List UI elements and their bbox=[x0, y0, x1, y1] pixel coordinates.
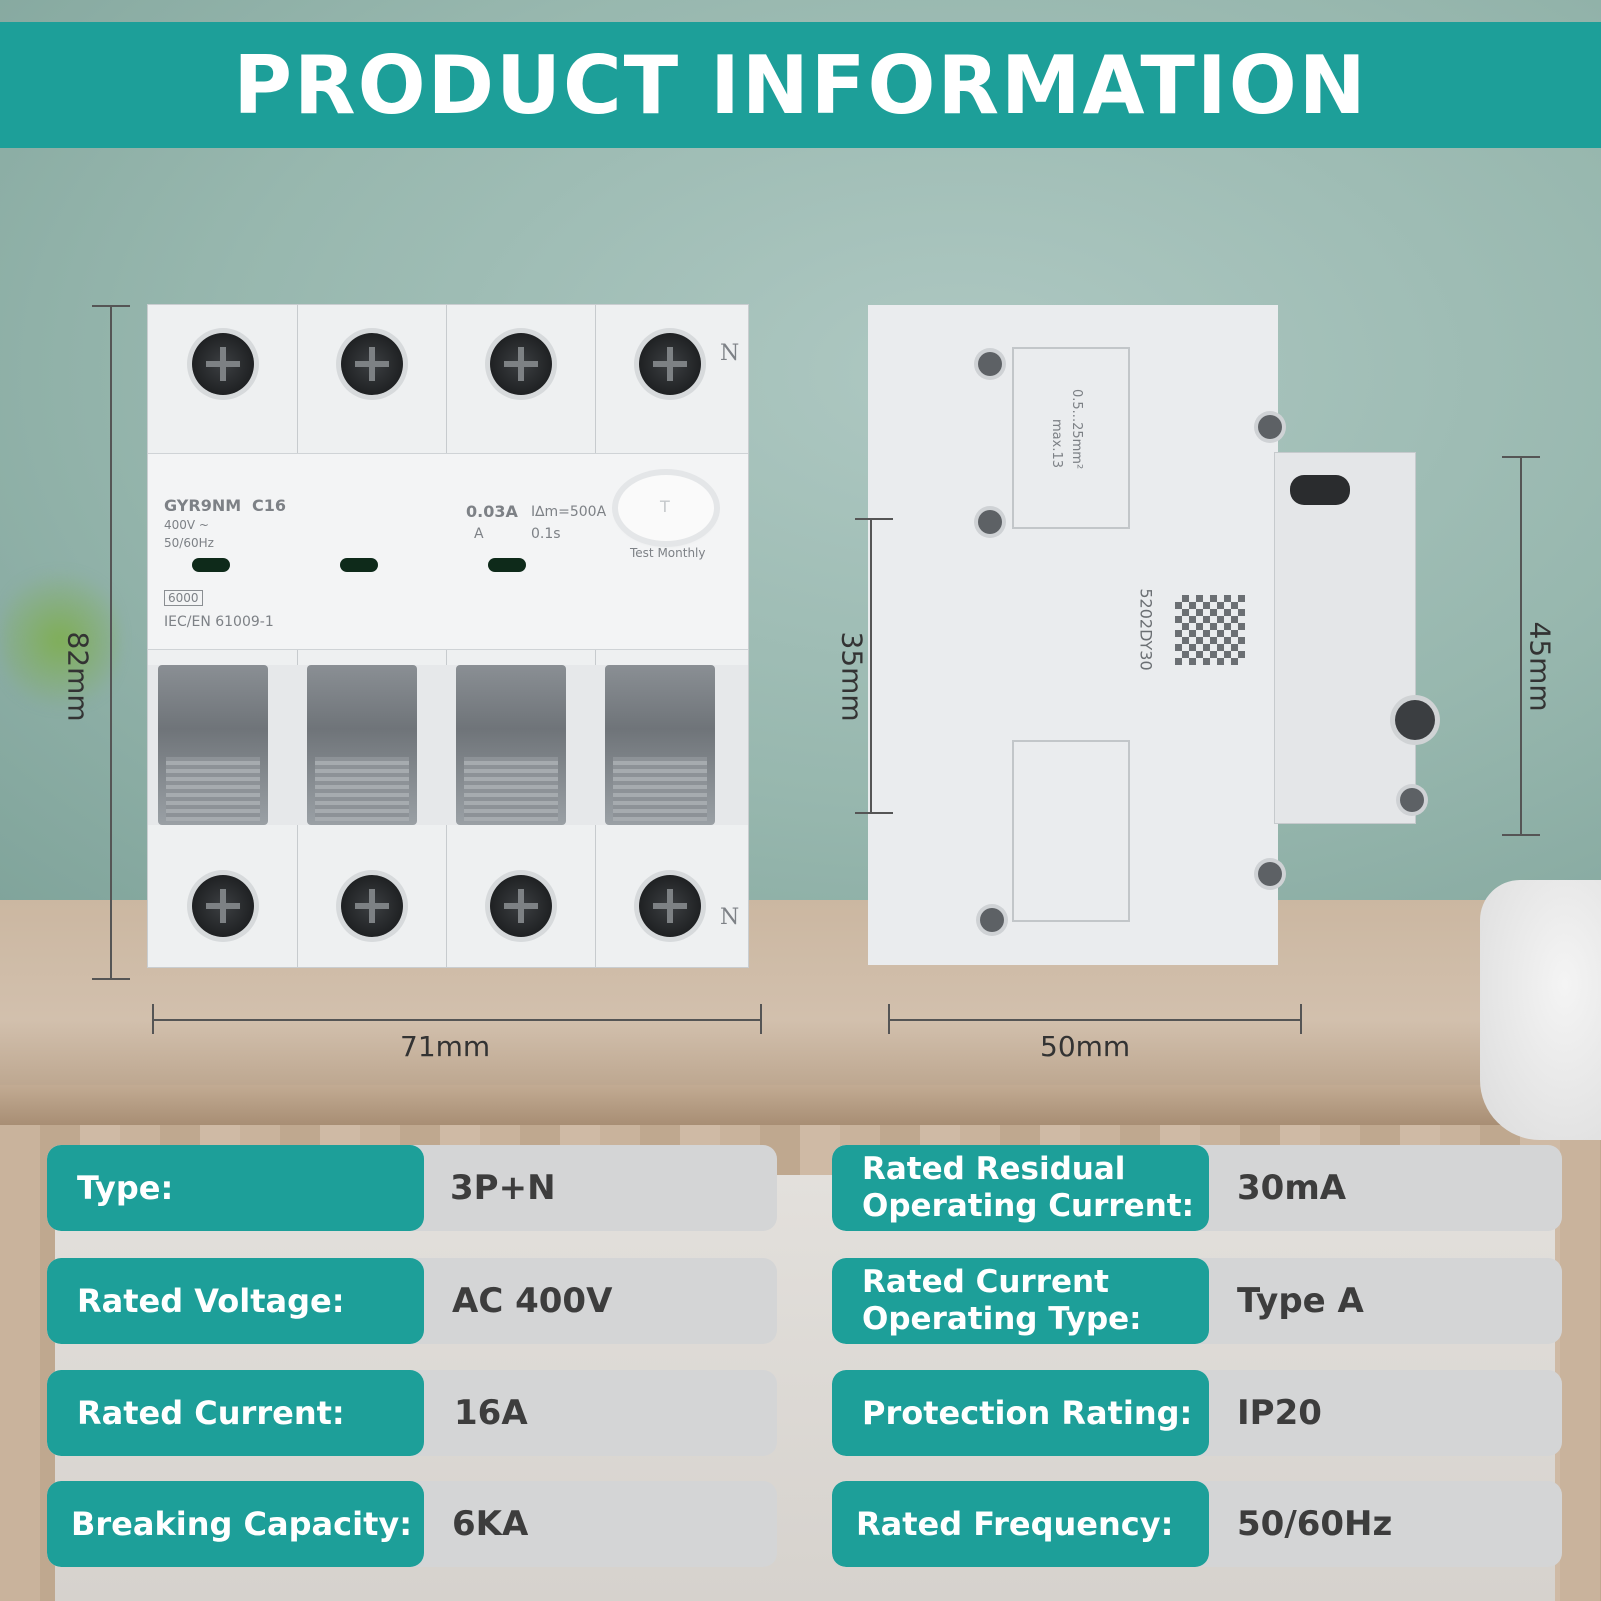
side-screw bbox=[1258, 862, 1282, 886]
depth-dim-line bbox=[888, 1019, 1302, 1021]
dim-tick bbox=[855, 518, 893, 520]
cloth bbox=[1480, 880, 1601, 1140]
side-screw bbox=[978, 352, 1002, 376]
test-button[interactable]: T bbox=[618, 475, 714, 541]
spec-card-operating-type: Rated Current Operating Type: Type A bbox=[832, 1258, 1562, 1344]
breaker-front-view: N GYR9NM C16 400V ~ 50/60Hz 6000 IEC/EN … bbox=[148, 305, 748, 967]
time-text: 0.1s bbox=[531, 526, 561, 542]
depth-dim-label: 50mm bbox=[1040, 1030, 1131, 1063]
terminal-screw bbox=[639, 333, 701, 395]
iam-text: I∆m=500A bbox=[531, 504, 607, 520]
toggle-handle[interactable] bbox=[456, 665, 566, 825]
side-screw bbox=[978, 510, 1002, 534]
terminal-screw bbox=[341, 333, 403, 395]
title-banner: PRODUCT INFORMATION bbox=[0, 22, 1601, 148]
serial-text: 5202DY30 bbox=[1136, 588, 1156, 671]
type-letter: A bbox=[474, 526, 484, 542]
side-adjust-knob bbox=[1395, 700, 1435, 740]
dim-tick bbox=[1502, 834, 1540, 836]
side-blank-panel bbox=[1012, 740, 1130, 922]
side-screw bbox=[980, 908, 1004, 932]
spec-value: 6KA bbox=[452, 1504, 529, 1544]
frequency-text: 50/60Hz bbox=[164, 536, 214, 550]
width-dim-line bbox=[152, 1019, 762, 1021]
side-screw bbox=[1258, 415, 1282, 439]
wire-spec: 0.5...25mm² bbox=[1069, 389, 1084, 470]
spec-card-breaking: Breaking Capacity: 6KA bbox=[47, 1481, 777, 1567]
width-dim-label: 71mm bbox=[400, 1030, 491, 1063]
spec-value: 50/60Hz bbox=[1237, 1504, 1393, 1544]
height-dim-line bbox=[110, 305, 112, 980]
spec-key: Breaking Capacity: bbox=[47, 1481, 424, 1567]
desk-edge bbox=[0, 1085, 1601, 1125]
dim-tick bbox=[1502, 456, 1540, 458]
spec-key: Rated Current: bbox=[47, 1370, 424, 1456]
spec-key: Rated Frequency: bbox=[832, 1481, 1209, 1567]
side-slot bbox=[1290, 475, 1350, 505]
curve-text: C16 bbox=[252, 496, 287, 515]
indicator-led bbox=[488, 558, 526, 572]
max-spec: max.13 bbox=[1049, 419, 1064, 468]
height-dim-label: 82mm bbox=[61, 631, 95, 722]
spec-card-residual: Rated Residual Operating Current: 30mA bbox=[832, 1145, 1562, 1231]
dim-tick bbox=[888, 1004, 890, 1034]
toggle-handle[interactable] bbox=[158, 665, 268, 825]
spec-card-frequency: Rated Frequency: 50/60Hz bbox=[832, 1481, 1562, 1567]
terminal-screw bbox=[341, 875, 403, 937]
plant-blur bbox=[0, 560, 120, 720]
spec-key: Rated Voltage: bbox=[47, 1258, 424, 1344]
side-front-protrusion bbox=[1275, 453, 1415, 823]
dim-tick bbox=[760, 1004, 762, 1034]
spec-value: Type A bbox=[1237, 1281, 1364, 1321]
spec-key: Rated Current Operating Type: bbox=[832, 1258, 1209, 1344]
spec-card-type: Type: 3P+N bbox=[47, 1145, 777, 1231]
terminal-screw bbox=[192, 875, 254, 937]
toggle-handles bbox=[148, 665, 748, 825]
test-button-label: T bbox=[660, 497, 670, 516]
rail-dim-label: 35mm bbox=[835, 631, 869, 722]
terminal-screw bbox=[490, 333, 552, 395]
spec-card-protection: Protection Rating: IP20 bbox=[832, 1370, 1562, 1456]
qr-code bbox=[1175, 595, 1245, 665]
spec-card-current: Rated Current: 16A bbox=[47, 1370, 777, 1456]
dim-tick bbox=[92, 305, 130, 307]
terminal-screw bbox=[192, 333, 254, 395]
spec-key: Rated Residual Operating Current: bbox=[832, 1145, 1209, 1231]
spec-value: 30mA bbox=[1237, 1168, 1347, 1208]
front-height-dim-line bbox=[1520, 456, 1522, 836]
side-screw bbox=[1400, 788, 1424, 812]
side-label-panel: 0.5...25mm² max.13 bbox=[1012, 347, 1130, 529]
spec-key: Protection Rating: bbox=[832, 1370, 1209, 1456]
dim-tick bbox=[92, 978, 130, 980]
spec-value: IP20 bbox=[1237, 1393, 1322, 1433]
spec-value: 3P+N bbox=[450, 1168, 556, 1208]
spec-card-voltage: Rated Voltage: AC 400V bbox=[47, 1258, 777, 1344]
voltage-text: 400V ~ bbox=[164, 518, 209, 532]
page-title: PRODUCT INFORMATION bbox=[233, 38, 1368, 132]
toggle-handle[interactable] bbox=[605, 665, 715, 825]
dim-tick bbox=[1300, 1004, 1302, 1034]
spec-value: 16A bbox=[454, 1393, 528, 1433]
terminal-screw bbox=[639, 875, 701, 937]
capacity-box: 6000 bbox=[164, 590, 203, 606]
residual-text: 0.03A bbox=[466, 502, 518, 521]
front-height-dim-label: 45mm bbox=[1523, 621, 1557, 712]
spec-value: AC 400V bbox=[452, 1281, 613, 1321]
model-text: GYR9NM bbox=[164, 496, 242, 515]
spec-key: Type: bbox=[47, 1145, 424, 1231]
terminal-screw bbox=[490, 875, 552, 937]
indicator-led bbox=[192, 558, 230, 572]
neutral-mark: N bbox=[720, 341, 740, 366]
standard-text: IEC/EN 61009-1 bbox=[164, 614, 274, 630]
toggle-handle[interactable] bbox=[307, 665, 417, 825]
indicator-led bbox=[340, 558, 378, 572]
rail-dim-line bbox=[870, 518, 872, 813]
dim-tick bbox=[855, 812, 893, 814]
test-monthly-text: Test Monthly bbox=[630, 546, 706, 560]
dim-tick bbox=[152, 1004, 154, 1034]
neutral-mark: N bbox=[720, 905, 740, 930]
